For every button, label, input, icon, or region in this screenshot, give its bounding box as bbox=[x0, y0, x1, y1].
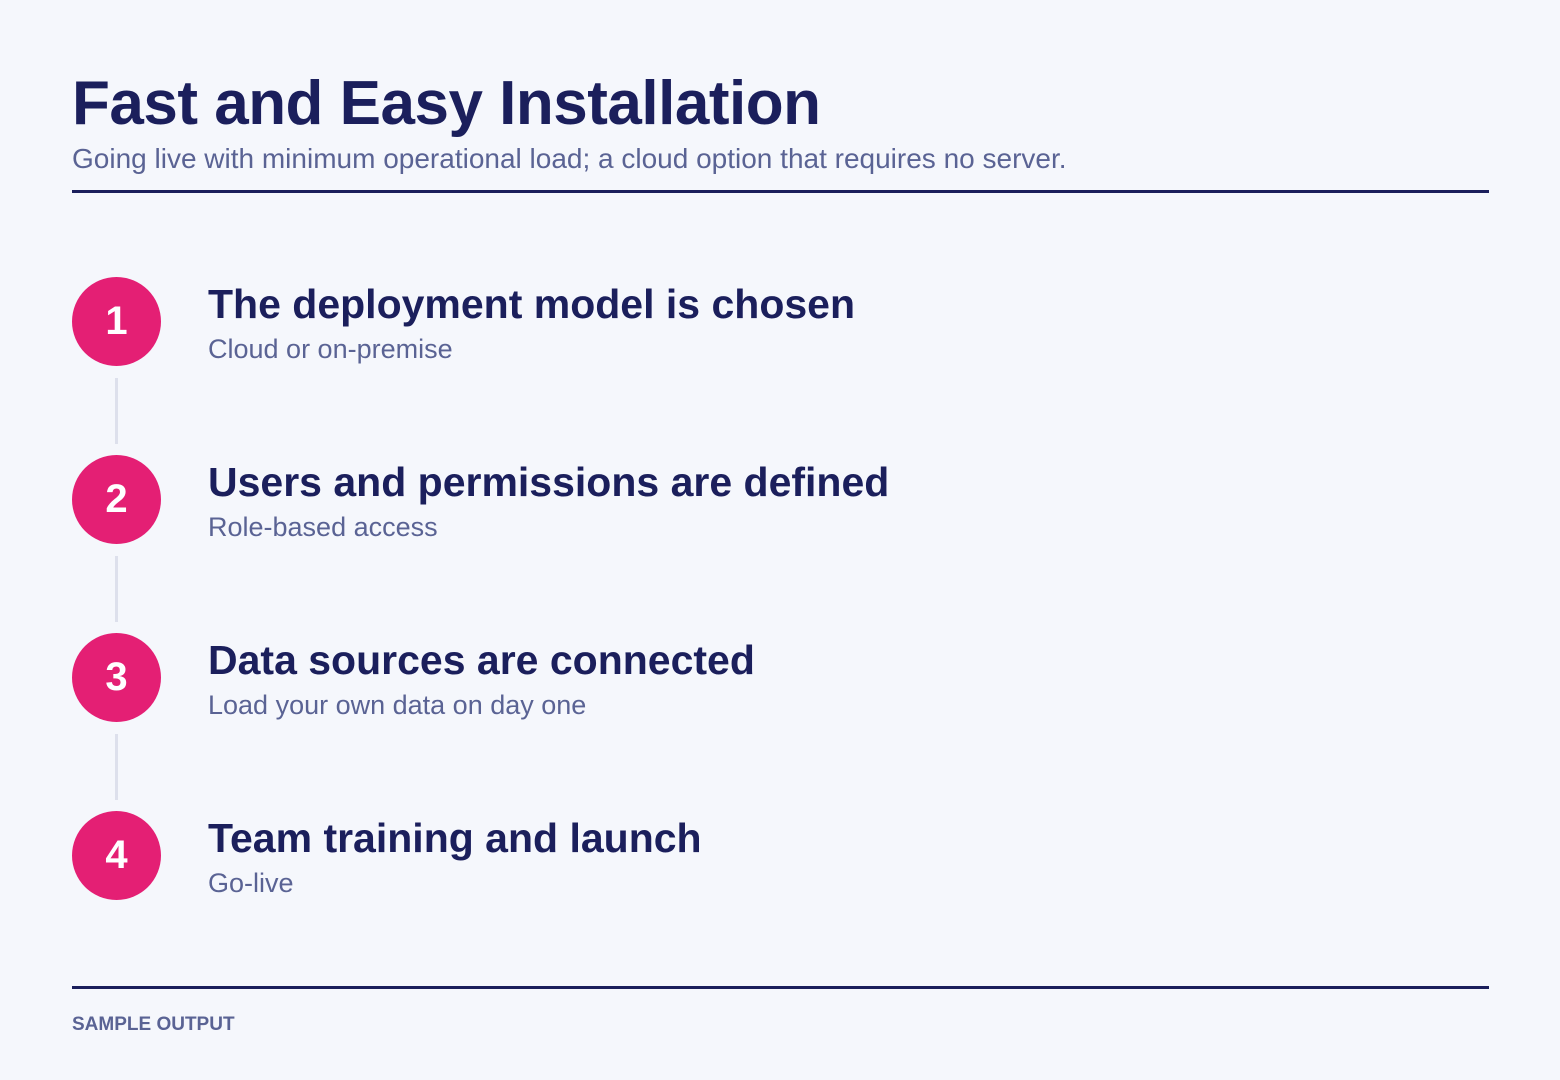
step-number-badge: 3 bbox=[72, 633, 161, 722]
step-2: 2 Users and permissions are defined Role… bbox=[72, 455, 1489, 545]
step-number-badge: 4 bbox=[72, 811, 161, 900]
step-connector-2-3 bbox=[115, 556, 118, 622]
page-subtitle: Going live with minimum operational load… bbox=[72, 143, 1067, 174]
step-title: Users and permissions are defined bbox=[208, 459, 890, 505]
steps-timeline: 1 The deployment model is chosen Cloud o… bbox=[72, 277, 1489, 900]
step-connector-3-4 bbox=[115, 734, 118, 800]
page-title: Fast and Easy Installation bbox=[72, 69, 821, 138]
step-1: 1 The deployment model is chosen Cloud o… bbox=[72, 277, 1489, 367]
footer-divider bbox=[72, 986, 1489, 989]
step-description: Cloud or on-premise bbox=[208, 334, 453, 364]
step-description: Load your own data on day one bbox=[208, 690, 587, 720]
step-number-badge: 1 bbox=[72, 277, 161, 366]
header-divider bbox=[72, 190, 1489, 193]
step-number-badge: 2 bbox=[72, 455, 161, 544]
step-connector-1-2 bbox=[115, 378, 118, 444]
step-description: Role-based access bbox=[208, 512, 438, 542]
slide: Fast and Easy Installation Going live wi… bbox=[72, 0, 1489, 1080]
step-3: 3 Data sources are connected Load your o… bbox=[72, 633, 1489, 723]
step-title: The deployment model is chosen bbox=[208, 281, 856, 327]
step-title: Data sources are connected bbox=[208, 637, 755, 683]
step-4: 4 Team training and launch Go-live bbox=[72, 811, 1489, 901]
footer-label: SAMPLE OUTPUT bbox=[72, 1014, 235, 1035]
step-description: Go-live bbox=[208, 868, 294, 898]
step-title: Team training and launch bbox=[208, 815, 702, 861]
